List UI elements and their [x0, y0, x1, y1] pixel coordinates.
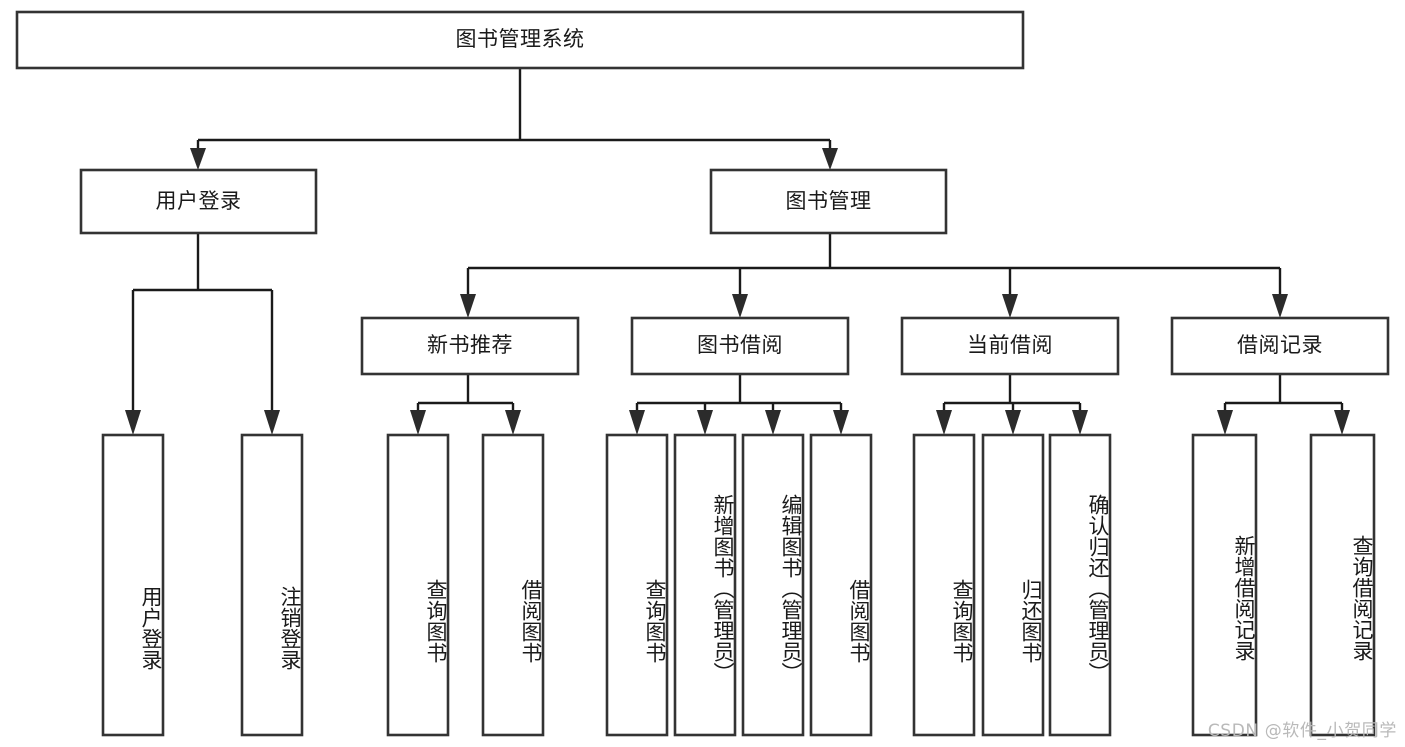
node-box-leaf-borrow-book-2[interactable]	[809, 433, 873, 737]
connector-group-root-to-level2	[190, 68, 838, 170]
arrow-head-leaf-edit-book	[765, 410, 781, 435]
node-box-leaf-add-book[interactable]	[673, 433, 737, 737]
connector-group-book-borrow-children	[629, 374, 849, 435]
arrow-head-leaf-query-book-3	[936, 410, 952, 435]
arrow-head-current-borrow	[1002, 294, 1018, 318]
node-box-book-borrow[interactable]	[630, 316, 850, 376]
arrow-head-user-login	[190, 148, 206, 170]
node-box-root[interactable]	[15, 10, 1025, 70]
arrow-head-leaf-borrow-book-2	[833, 410, 849, 435]
node-box-user-login[interactable]	[79, 168, 318, 235]
node-box-leaf-confirm-return[interactable]	[1048, 433, 1112, 737]
connector-group-user-login-children	[125, 233, 280, 435]
node-box-leaf-query-record[interactable]	[1309, 433, 1376, 737]
arrow-head-leaf-query-record	[1334, 410, 1350, 435]
arrow-head-book-management	[822, 148, 838, 170]
node-box-leaf-borrow-book-1[interactable]	[481, 433, 545, 737]
arrow-head-leaf-logout	[264, 410, 280, 435]
node-box-leaf-query-book-3[interactable]	[912, 433, 976, 737]
connector-group-current-borrow-children	[936, 374, 1088, 435]
node-box-leaf-add-record[interactable]	[1191, 433, 1258, 737]
connector-group-new-book-recommend-children	[410, 374, 521, 435]
node-box-leaf-user-login[interactable]	[101, 433, 165, 737]
node-box-leaf-edit-book[interactable]	[741, 433, 805, 737]
arrow-head-leaf-add-book	[697, 410, 713, 435]
arrow-head-book-borrow	[732, 294, 748, 318]
node-box-leaf-query-book-2[interactable]	[605, 433, 669, 737]
arrow-head-leaf-query-book-1	[410, 410, 426, 435]
arrow-head-new-book-recommend	[460, 294, 476, 318]
arrow-head-leaf-add-record	[1217, 410, 1233, 435]
connector-group-book-management-children	[460, 233, 1288, 318]
node-box-current-borrow[interactable]	[900, 316, 1120, 376]
node-box-new-book-recommend[interactable]	[360, 316, 580, 376]
node-box-borrow-record[interactable]	[1170, 316, 1390, 376]
arrow-head-leaf-confirm-return	[1072, 410, 1088, 435]
node-box-book-management[interactable]	[709, 168, 948, 235]
connector-group-borrow-record-children	[1217, 374, 1350, 435]
arrow-head-leaf-query-book-2	[629, 410, 645, 435]
arrow-head-leaf-borrow-book-1	[505, 410, 521, 435]
arrow-head-leaf-return-book	[1005, 410, 1021, 435]
node-box-leaf-return-book[interactable]	[981, 433, 1045, 737]
node-box-leaf-query-book-1[interactable]	[386, 433, 450, 737]
arrow-head-leaf-user-login	[125, 410, 141, 435]
node-box-leaf-logout[interactable]	[240, 433, 304, 737]
arrow-head-borrow-record	[1272, 294, 1288, 318]
